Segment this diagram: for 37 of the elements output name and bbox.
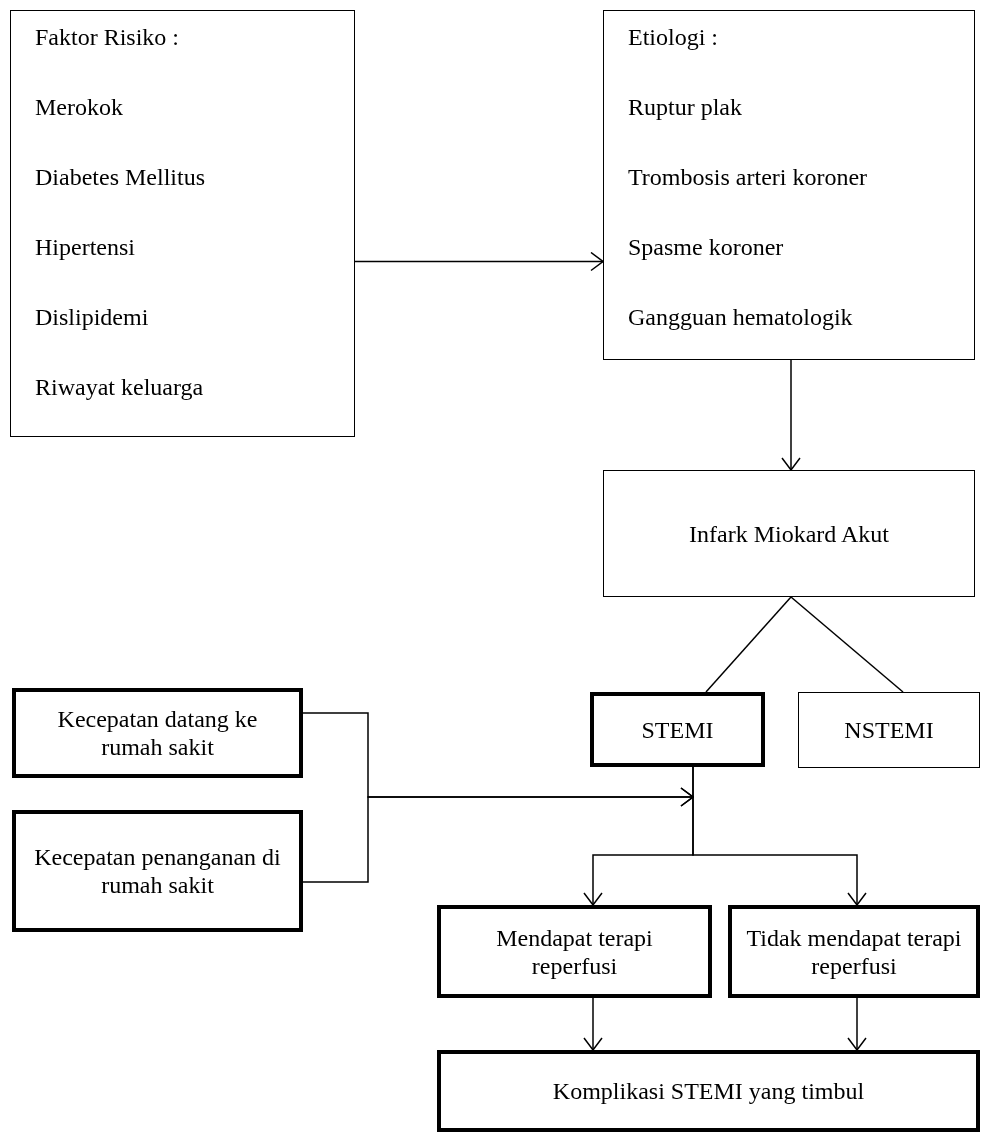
box-text: Kecepatan penanganan di rumah sakit xyxy=(33,843,282,899)
process-box xyxy=(10,10,355,437)
process-box xyxy=(12,688,303,778)
process-box xyxy=(798,692,980,768)
box-text: Spasme koroner xyxy=(628,233,785,261)
box-text: Ruptur plak xyxy=(628,93,743,121)
process-box xyxy=(12,810,303,932)
box-text: Riwayat keluarga xyxy=(35,373,205,401)
box-text: Diabetes Mellitus xyxy=(35,163,206,191)
box-text: Trombosis arteri koroner xyxy=(628,163,869,191)
box-text: Komplikasi STEMI yang timbul xyxy=(552,1077,865,1105)
process-box xyxy=(590,692,765,767)
process-box xyxy=(437,1050,980,1132)
box-text: Etiologi : xyxy=(628,23,719,51)
box-text: STEMI xyxy=(641,715,714,744)
arrow xyxy=(847,997,867,1051)
box-text: Infark Miokard Akut xyxy=(689,519,889,548)
box-text: NSTEMI xyxy=(844,716,934,744)
process-box xyxy=(437,905,712,998)
box-text: Kecepatan datang ke rumah sakit xyxy=(56,705,259,761)
arrow xyxy=(692,766,867,906)
connector-line xyxy=(705,596,792,693)
box-text: Hipertensi xyxy=(35,233,136,261)
box-text: Mendapat terapi reperfusi xyxy=(495,923,654,980)
arrow xyxy=(354,251,604,272)
box-text: Merokok xyxy=(35,93,124,121)
process-box xyxy=(603,470,975,597)
arrow xyxy=(302,787,694,883)
arrow xyxy=(781,359,801,471)
box-text: Dislipidemi xyxy=(35,303,150,331)
box-text: Gangguan hematologik xyxy=(628,303,854,331)
process-box xyxy=(728,905,980,998)
connector-line xyxy=(790,596,904,693)
box-text: Tidak mendapat terapi reperfusi xyxy=(745,923,963,980)
box-text: Faktor Risiko : xyxy=(35,23,180,51)
process-box xyxy=(603,10,975,360)
arrow xyxy=(583,997,603,1051)
